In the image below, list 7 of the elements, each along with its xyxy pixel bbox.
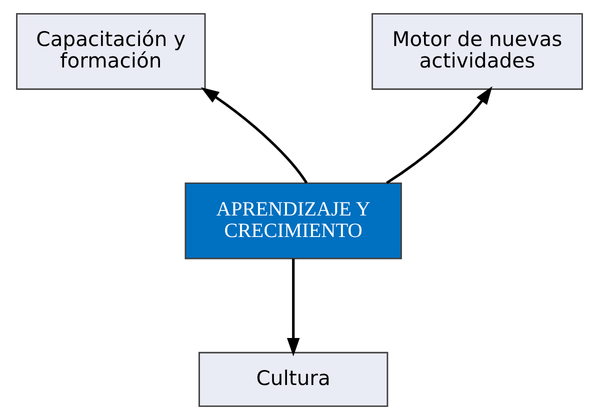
arrow bbox=[386, 86, 492, 184]
arrow bbox=[200, 87, 308, 184]
node-box: Capacitación y formación bbox=[16, 13, 206, 90]
arrow bbox=[286, 258, 300, 356]
node-box: Cultura bbox=[198, 352, 388, 407]
node-box: Motor de nuevas actividades bbox=[371, 13, 582, 90]
node-box: APRENDIZAJE Y CRECIMIENTO bbox=[184, 182, 402, 260]
